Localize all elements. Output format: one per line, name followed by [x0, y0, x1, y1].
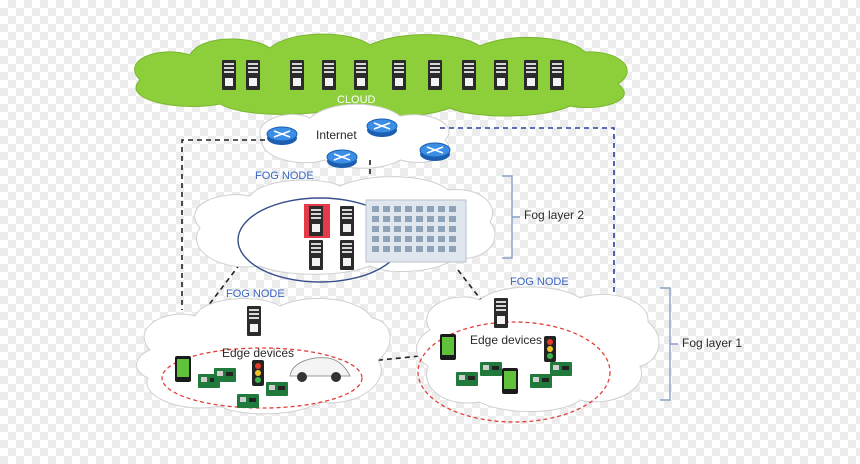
- sensor-board-icon: [530, 374, 552, 388]
- fog-node-label-layer2: FOG NODE: [255, 170, 314, 182]
- building-window: [372, 246, 379, 252]
- smartphone-icon: [175, 356, 191, 382]
- server-icon: [309, 206, 323, 236]
- sensor-board-icon: [266, 382, 288, 396]
- building-window: [449, 246, 456, 252]
- cloud-server-icon: [290, 60, 304, 90]
- cloud-server-icon: [392, 60, 406, 90]
- building-window: [405, 226, 412, 232]
- building-window: [416, 206, 423, 212]
- building-window: [394, 226, 401, 232]
- edge-devices-label-right: Edge devices: [470, 333, 543, 347]
- sensor-board-icon: [480, 362, 502, 376]
- building-window: [372, 236, 379, 242]
- cloud-server-icon: [354, 60, 368, 90]
- building-window: [416, 246, 423, 252]
- cloud-server-icon: [322, 60, 336, 90]
- building-window: [449, 226, 456, 232]
- edge-ring-right: [417, 321, 611, 423]
- building-window: [405, 236, 412, 242]
- building-window: [438, 206, 445, 212]
- building-window: [394, 246, 401, 252]
- fog-node-server-icon: [247, 306, 261, 336]
- building-window: [405, 206, 412, 212]
- smartphone-icon: [502, 368, 518, 394]
- building-window: [405, 246, 412, 252]
- sensor-board-icon: [550, 362, 572, 376]
- building-window: [372, 216, 379, 222]
- edge-ring-left: [161, 347, 363, 409]
- building-window: [394, 206, 401, 212]
- traffic-light-icon: [544, 336, 556, 362]
- sensor-board-icon: [214, 368, 236, 382]
- building-window: [383, 216, 390, 222]
- building-window: [416, 216, 423, 222]
- building-window: [438, 246, 445, 252]
- building-window: [405, 216, 412, 222]
- building-window: [449, 216, 456, 222]
- building-window: [438, 216, 445, 222]
- router-icon: [266, 126, 298, 146]
- building-window: [449, 236, 456, 242]
- building-window: [383, 236, 390, 242]
- building-window: [383, 226, 390, 232]
- fog-node-server-icon: [494, 298, 508, 328]
- cloud-server-icon: [428, 60, 442, 90]
- building-window: [427, 236, 434, 242]
- edge-devices-label-left: Edge devices: [222, 346, 295, 360]
- router-icon: [419, 142, 451, 162]
- internet-cloud: [259, 103, 450, 169]
- fog-layer1-label: Fog layer 1: [682, 336, 743, 350]
- building-window: [394, 216, 401, 222]
- server-icon: [309, 240, 323, 270]
- cloud-server-icon: [524, 60, 538, 90]
- fog-node-label-left: FOG NODE: [226, 288, 285, 300]
- server-icon: [340, 240, 354, 270]
- building-window: [427, 246, 434, 252]
- cloud-server-icon: [222, 60, 236, 90]
- building-window: [394, 236, 401, 242]
- building-window: [372, 206, 379, 212]
- building-window: [449, 206, 456, 212]
- building-window: [438, 226, 445, 232]
- cloud-server-icon: [246, 60, 260, 90]
- building-window: [383, 206, 390, 212]
- fog-node-label-right: FOG NODE: [510, 276, 569, 288]
- smartphone-icon: [440, 334, 456, 360]
- building-window: [438, 236, 445, 242]
- building-window: [383, 246, 390, 252]
- fog-layer1-bracket: [660, 287, 678, 401]
- building-windows: [372, 206, 456, 252]
- router-icon: [326, 149, 358, 169]
- cloud-server-icon: [550, 60, 564, 90]
- cloud-server-icon: [462, 60, 476, 90]
- cloud-label: CLOUD: [337, 94, 376, 106]
- router-icon: [366, 118, 398, 138]
- cloud-server-icon: [494, 60, 508, 90]
- car-icon: [289, 357, 351, 382]
- building-window: [416, 236, 423, 242]
- fog-layer2-label: Fog layer 2: [524, 208, 585, 222]
- building-window: [427, 206, 434, 212]
- building-window: [427, 216, 434, 222]
- traffic-light-icon: [252, 360, 264, 386]
- server-icon: [340, 206, 354, 236]
- sensor-board-icon: [456, 372, 478, 386]
- building-window: [372, 226, 379, 232]
- internet-label: Internet: [316, 128, 357, 142]
- sensor-board-icon: [237, 394, 259, 408]
- building-window: [416, 226, 423, 232]
- fog-layer2-bracket: [502, 175, 520, 259]
- building-window: [427, 226, 434, 232]
- cloud-shape: [134, 33, 628, 117]
